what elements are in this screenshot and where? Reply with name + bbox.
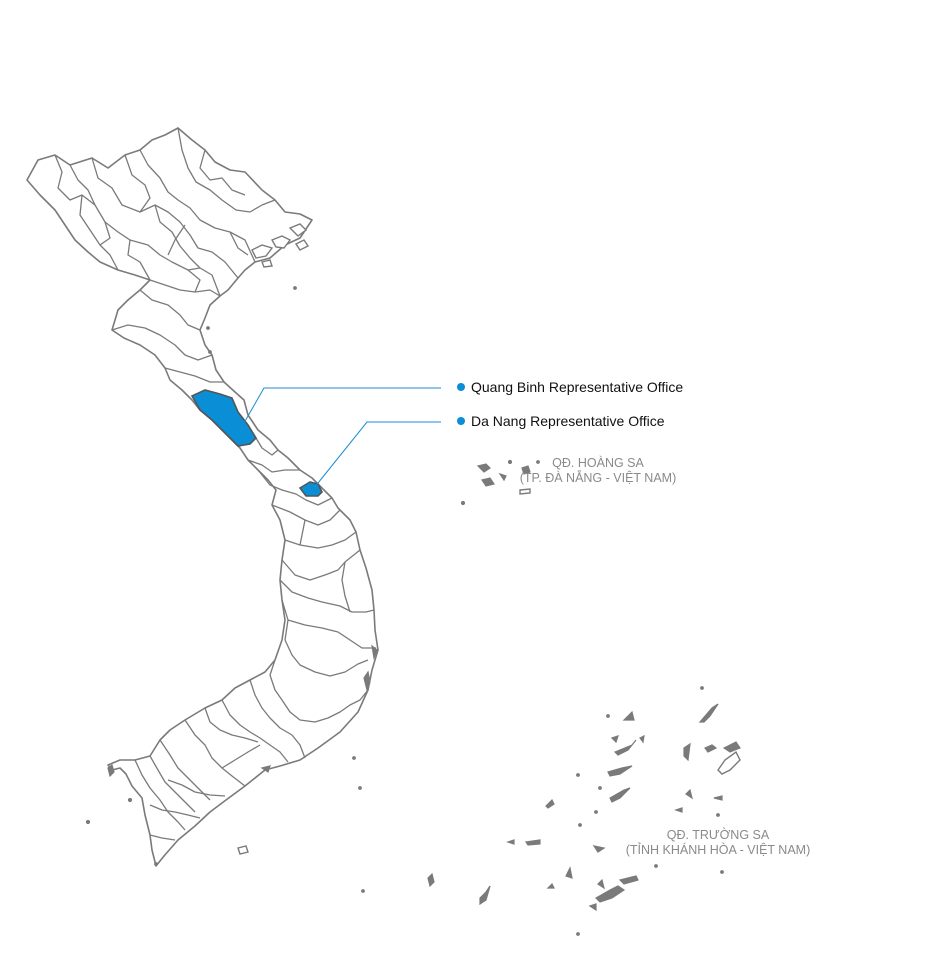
legend-dot — [457, 383, 465, 391]
legend-dot — [457, 417, 465, 425]
legend-quang-binh[interactable]: Quang Binh Representative Office — [457, 379, 683, 395]
truong-sa-label: QĐ. TRƯỜNG SA (TỈNH KHÁNH HÒA - VIỆT NAM… — [612, 828, 824, 858]
quang-binh-region[interactable] — [190, 389, 258, 447]
office-label: Quang Binh Representative Office — [471, 379, 684, 395]
hoang-sa-islands — [460, 459, 540, 506]
province-boundaries — [54, 127, 376, 841]
truong-sa-admin: (TỈNH KHÁNH HÒA - VIỆT NAM) — [625, 843, 811, 857]
hoang-sa-name: QĐ. HOÀNG SA — [552, 456, 644, 470]
legend-da-nang[interactable]: Da Nang Representative Office — [457, 413, 665, 429]
quang-binh-leader-line — [239, 387, 441, 431]
da-nang-leader-line — [313, 421, 441, 489]
hoang-sa-admin: (TP. ĐÀ NẴNG - VIỆT NAM) — [519, 471, 677, 485]
vietnam-mainland — [26, 127, 379, 867]
south-islands — [85, 644, 378, 893]
tonkin-islands — [206, 223, 310, 354]
truong-sa-islands — [427, 686, 741, 936]
truong-sa-name: QĐ. TRƯỜNG SA — [666, 828, 770, 842]
hoang-sa-label: QĐ. HOÀNG SA (TP. ĐÀ NẴNG - VIỆT NAM) — [512, 456, 684, 486]
office-label: Da Nang Representative Office — [471, 413, 665, 429]
